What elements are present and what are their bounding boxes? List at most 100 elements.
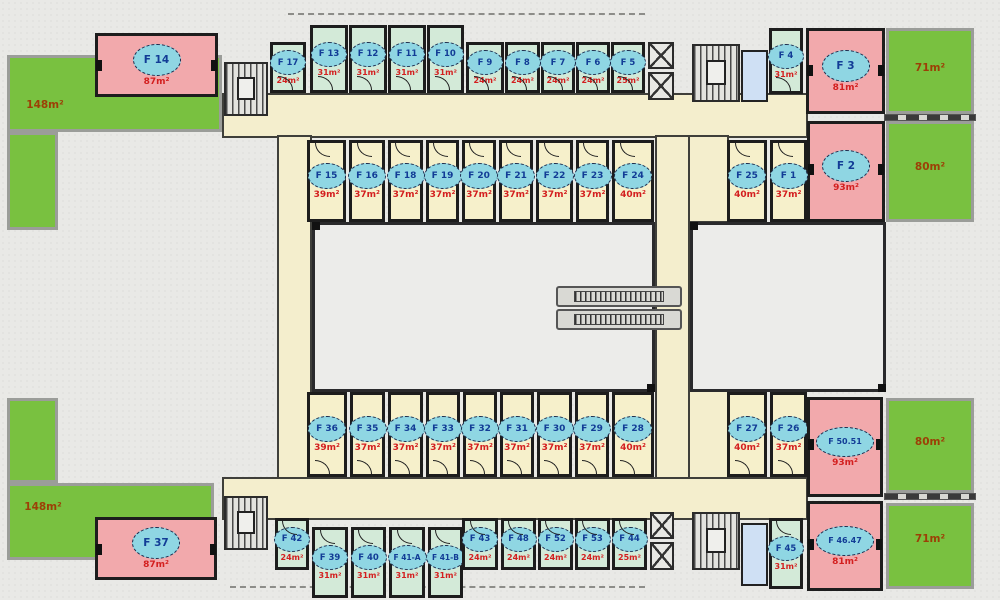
door-arc-icon [435,530,451,544]
unit-area-label: 31m² [356,67,380,77]
unit-number-oval: F 22 [535,162,574,189]
door-arc-icon [395,460,411,474]
door-arc-icon [433,143,449,157]
unit-area-label: 37m² [579,189,606,200]
courtyard [312,222,655,392]
unit-number-oval: F 4 [768,43,804,69]
unit-area-label: 93m² [833,183,859,193]
unit-number-oval: F 15 [307,162,346,189]
terrace-area-label: 148m² [26,99,64,111]
unit-number-oval: F 14 [132,43,181,76]
elevator-icon [648,72,674,100]
unit-area-label: 37m² [467,443,493,453]
elevator-icon [650,542,674,570]
unit-area-label: 37m² [579,443,605,453]
door-arc-icon [777,460,793,474]
door-arc-icon [434,76,450,90]
unit-number-oval: F 11 [389,41,425,67]
door-arc-icon [735,143,751,157]
door-arc-icon [583,143,599,157]
unit-area-label: 37m² [541,443,568,453]
escalator-icon [556,286,682,307]
unit-number-oval: F 7 [540,50,576,75]
unit-number-oval: F 24 [614,162,652,189]
door-arc-icon [469,143,485,157]
door-arc-icon [620,143,636,157]
unit-number-oval: F 39 [312,545,348,570]
unit-number-oval: F 5 [610,50,646,75]
door-arc-icon [317,76,333,90]
door-arc-icon [776,77,792,91]
unit-area-label: 31m² [434,67,457,77]
unit-area-label: 24m² [280,552,304,562]
corridor [688,390,729,479]
unit-area-label: 37m² [503,189,529,200]
unit-number-oval: F 33 [424,416,462,442]
door-arc-icon [506,143,522,157]
unit-number-oval: F 31 [498,416,536,442]
unit-number-oval: F 41-A [387,545,427,570]
unit-area-label: 37m² [354,189,380,200]
corridor [688,135,729,223]
unit-area-label: 37m² [775,189,802,200]
door-arc-icon [777,143,793,157]
unit-area-label: 31m² [774,69,798,79]
terrace-divider [884,114,976,121]
unit-number-oval: F 36 [308,416,346,442]
unit-area-label: 31m² [395,571,419,580]
unit-number-oval: F 6 [575,50,611,75]
unit-number-oval: F 37 [132,527,180,559]
unit-area-label: 31m² [774,562,798,571]
terrace-green [7,398,58,483]
unit-number-oval: F 26 [769,416,808,442]
door-arc-icon [314,143,330,157]
unit-area-label: 37m² [541,189,568,200]
unit-area-label: 37m² [504,443,530,453]
unit-area-label: 87m² [143,76,170,87]
door-arc-icon [735,460,751,474]
unit-number-oval: F 28 [614,416,652,442]
wet-room [741,50,768,102]
terrace-area-label: 148m² [24,501,62,513]
unit-number-oval: F 17 [270,50,306,75]
unit-area-label: 24m² [507,552,530,562]
unit-number-oval: F 50.51 [816,426,874,457]
door-arc-icon [582,460,598,474]
terrace-area-label: 71m² [914,533,946,545]
balcony-dashed-line [288,13,645,15]
unit-number-oval: F 40 [350,545,387,570]
unit-area-label: 37m² [430,443,456,453]
unit-area-label: 39m² [313,189,340,200]
unit-number-oval: F 35 [348,416,387,442]
unit-number-oval: F 21 [497,162,535,189]
unit-number-oval: F 25 [728,162,766,189]
door-arc-icon [395,143,411,157]
terrace-green [7,132,58,230]
unit-area-label: 81m² [832,82,859,93]
unit-number-oval: F 29 [573,416,611,442]
